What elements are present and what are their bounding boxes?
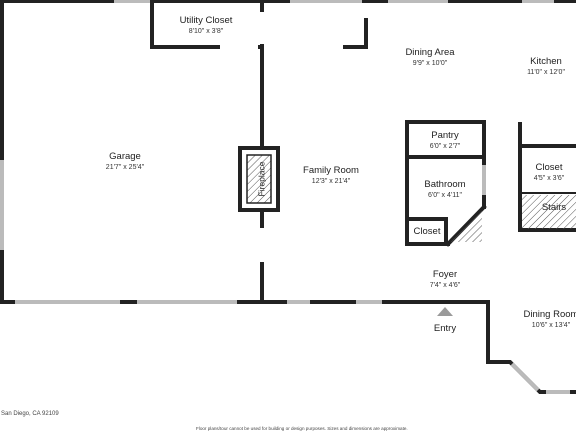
room-name: Utility Closet	[180, 15, 233, 26]
room-stairs: Stairs	[542, 202, 567, 213]
room-dims: 10'6" x 13'4"	[532, 322, 571, 329]
fireplace: Fireplace	[238, 146, 280, 212]
room-dims: 8'10" x 3'8"	[189, 28, 224, 35]
room-utility-closet: Utility Closet 8'10" x 3'8"	[180, 15, 233, 35]
fireplace-hearth	[246, 154, 272, 204]
room-closet-right: Closet 4'5" x 3'6"	[534, 162, 565, 182]
room-dining-room: Dining Room 10'6" x 13'4"	[524, 309, 576, 329]
room-dining-area: Dining Area 9'9" x 10'0"	[405, 47, 455, 67]
room-name: Bathroom	[424, 179, 465, 190]
room-name: Pantry	[431, 130, 459, 141]
room-name: Closet	[414, 226, 441, 237]
bath-hatch	[448, 208, 482, 242]
room-closet-small: Closet	[414, 226, 441, 237]
room-dims: 7'4" x 4'6"	[430, 282, 461, 289]
room-foyer: Foyer 7'4" x 4'6"	[430, 269, 461, 289]
entry-arrow-icon	[437, 307, 453, 316]
room-name: Closet	[536, 162, 563, 173]
footer-address: San Diego, CA 92109	[1, 411, 59, 417]
room-dims: 4'5" x 3'6"	[534, 175, 565, 182]
room-family-room: Family Room 12'3" x 21'4"	[303, 165, 359, 185]
room-garage: Garage 21'7" x 25'4"	[106, 151, 145, 171]
room-kitchen: Kitchen 11'0" x 12'0"	[527, 56, 565, 76]
window-bay-diag	[510, 362, 540, 392]
room-dims: 6'0" x 2'7"	[430, 143, 461, 150]
room-dims: 12'3" x 21'4"	[312, 178, 351, 185]
room-name: Stairs	[542, 202, 567, 213]
footer-disclaimer: Floor plans/tour cannot be used for buil…	[196, 426, 408, 431]
room-name: Kitchen	[530, 56, 562, 67]
room-dims: 6'0" x 4'11"	[428, 192, 462, 199]
room-name: Foyer	[433, 269, 457, 280]
room-name: Dining Area	[405, 47, 455, 58]
room-name: Garage	[109, 151, 141, 162]
room-pantry: Pantry 6'0" x 2'7"	[430, 130, 461, 150]
fireplace-label: Fireplace	[256, 161, 266, 196]
room-name: Dining Room	[524, 309, 576, 320]
stairs-hatch	[522, 195, 576, 229]
room-dims: 11'0" x 12'0"	[527, 69, 565, 76]
walls	[0, 0, 576, 394]
room-bathroom: Bathroom 6'0" x 4'11"	[424, 179, 465, 199]
room-dims: 9'9" x 10'0"	[413, 60, 448, 67]
windows	[0, 0, 570, 394]
room-name: Family Room	[303, 165, 359, 176]
room-dims: 21'7" x 25'4"	[106, 164, 145, 171]
entry-label: Entry	[434, 323, 456, 334]
